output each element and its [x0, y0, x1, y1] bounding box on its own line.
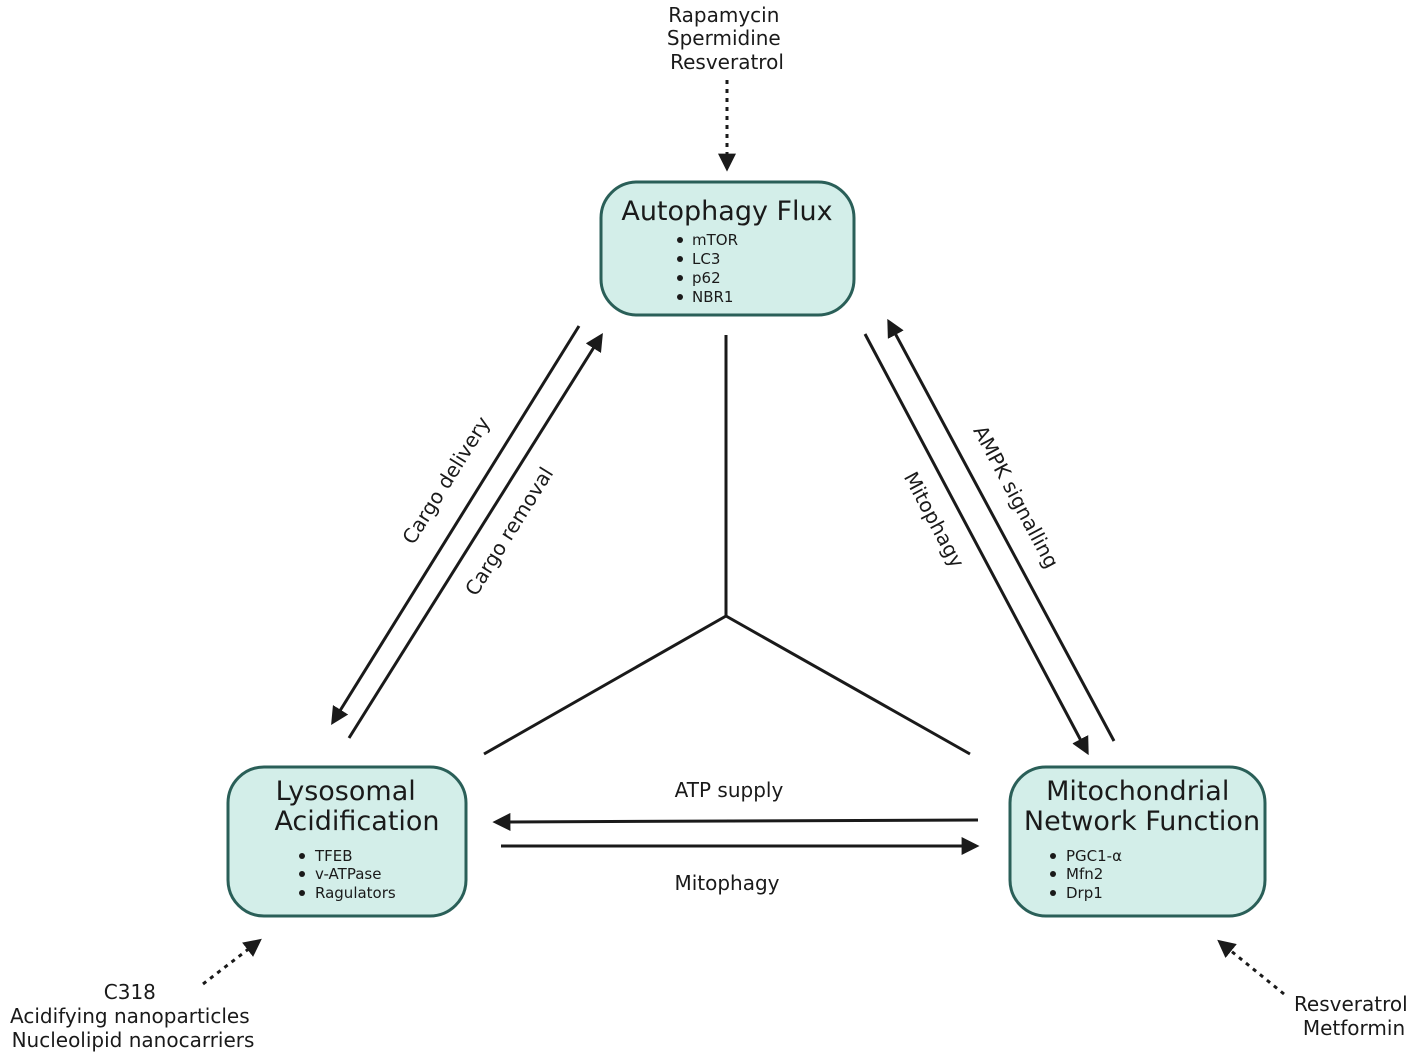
- edge-label-mitophagy: Mitophagy: [674, 871, 779, 895]
- edge-atp-supply: ATP supply: [492, 778, 979, 831]
- svg-text:Lysosomal Acidification: Lysosomal Acidification: [274, 776, 439, 837]
- node-title: Lysosomal: [276, 776, 416, 807]
- node-title: Mitochondrial: [1046, 776, 1229, 807]
- list-item: NBR1: [692, 288, 733, 306]
- intervention-lysosomal: C318 Acidifying nanoparticles Nucleolipi…: [10, 938, 262, 1052]
- node-title: Acidification: [274, 806, 439, 837]
- node-lysosomal-acidification: Lysosomal Acidification TFEB v-ATPase Ra…: [226, 765, 468, 918]
- svg-text:Resveratrol Metformin: Resveratrol Metformin: [1294, 992, 1414, 1040]
- node-title: Autophagy Flux: [621, 196, 832, 227]
- list-item: v-ATPase: [315, 865, 381, 883]
- svg-text:Autophagy Flux: Autophagy Flux: [621, 196, 832, 227]
- central-connector: [483, 335, 971, 756]
- svg-text:Rapamycin Spermidine: Rapamycin Spermidine Resveratrol: [667, 3, 787, 74]
- list-item: Drp1: [1066, 884, 1103, 902]
- edge-ampk-signalling: AMPK signalling: [887, 318, 1116, 742]
- edge-mitophagy-bottom: Mitophagy: [501, 837, 980, 895]
- drug-label: Metformin: [1303, 1016, 1405, 1040]
- list-item: mTOR: [692, 231, 738, 249]
- list-item: PGC1-α: [1066, 847, 1122, 865]
- node-item-list: TFEB v-ATPase Ragulators: [299, 847, 396, 902]
- drug-label: Spermidine: [667, 26, 781, 50]
- edge-label-atp-supply: ATP supply: [675, 778, 784, 802]
- drug-label: Nucleolipid nanocarriers: [12, 1028, 255, 1052]
- node-item-list: mTOR LC3 p62 NBR1: [677, 231, 738, 306]
- list-item: TFEB: [314, 847, 353, 865]
- node-title: Network Function: [1024, 806, 1260, 837]
- drug-label: C318: [104, 980, 156, 1004]
- node-item-list: PGC1-α Mfn2 Drp1: [1050, 847, 1122, 902]
- svg-text:Mitochondrial Network Fu: Mitochondrial Network Function: [1024, 776, 1260, 837]
- edge-cargo-removal: Cargo removal: [347, 332, 603, 739]
- list-item: LC3: [692, 250, 720, 268]
- drug-label: Resveratrol: [1294, 992, 1408, 1016]
- drug-label: Acidifying nanoparticles: [10, 1004, 250, 1028]
- svg-text:C318 Acidifying nanopart: C318 Acidifying nanoparticles Nucleolipi…: [10, 980, 256, 1052]
- intervention-mitochondrial: Resveratrol Metformin: [1217, 939, 1414, 1040]
- node-mitochondrial-network-function: Mitochondrial Network Function PGC1-α Mf…: [1008, 765, 1267, 918]
- list-item: Mfn2: [1066, 865, 1103, 883]
- drug-label: Rapamycin: [668, 3, 779, 27]
- edge-label-mitophagy: Mitophagy: [899, 468, 970, 572]
- intervention-autophagy: Rapamycin Spermidine Resveratrol: [667, 3, 787, 172]
- list-item: p62: [692, 269, 721, 287]
- drug-label: Resveratrol: [670, 50, 784, 74]
- node-autophagy-flux: Autophagy Flux mTOR LC3 p62 NBR1: [599, 180, 856, 317]
- list-item: Ragulators: [315, 884, 396, 902]
- edge-cargo-delivery: Cargo delivery: [331, 325, 581, 726]
